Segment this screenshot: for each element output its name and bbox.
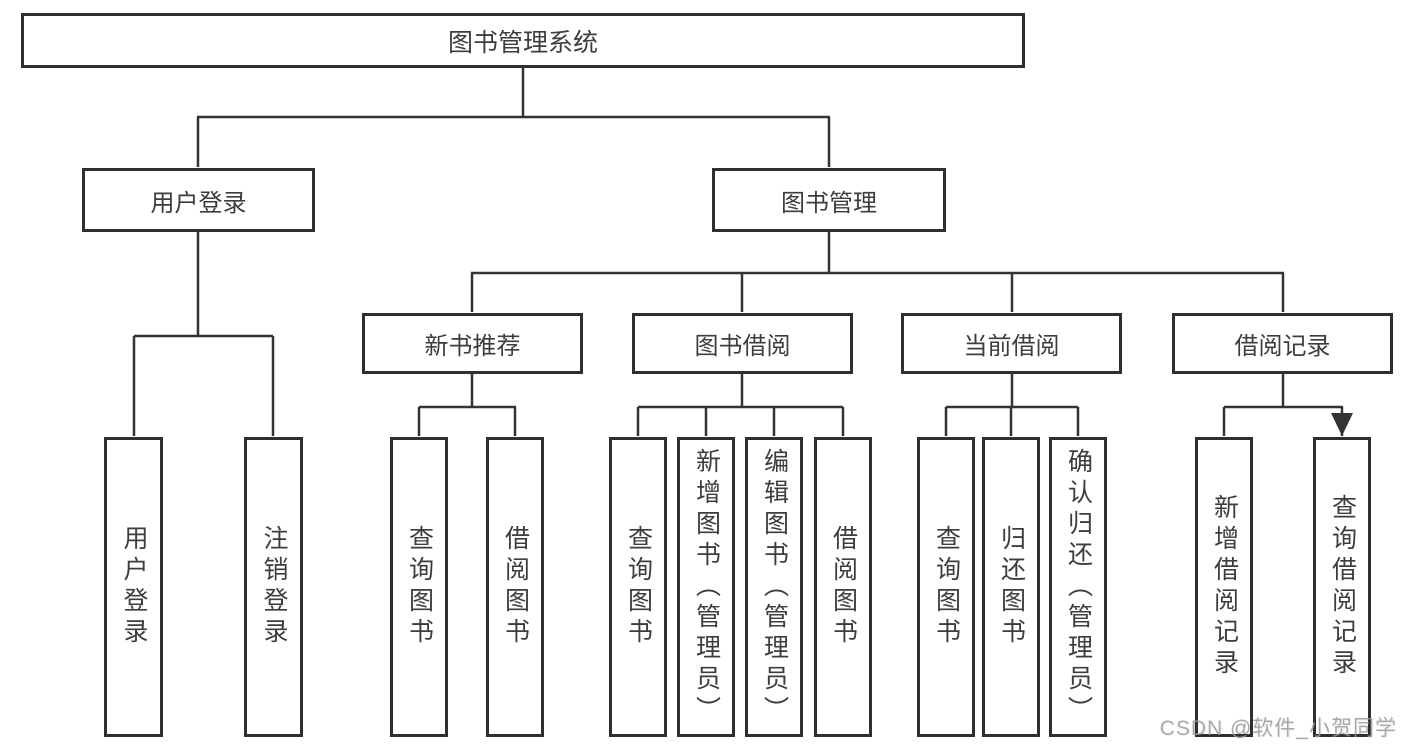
leaf-borrow-books-recommend: 借阅图书 — [486, 437, 544, 737]
node-user-login: 用户登录 — [82, 168, 315, 232]
leaf-search-books-borrowing: 查询图书 — [609, 437, 667, 737]
csdn-watermark: CSDN @软件_小贺同学 — [1159, 717, 1397, 740]
node-label: 图书管理系统 — [447, 28, 598, 57]
node-label: 图书借阅 — [694, 333, 791, 360]
node-label: 借阅图书 — [501, 525, 530, 649]
node-label: 新书推荐 — [424, 333, 521, 360]
node-library-management-system: 图书管理系统 — [21, 13, 1025, 68]
connector-bus-lines — [134, 68, 1343, 409]
leaf-add-books-admin: 新增图书（管理员） — [677, 437, 735, 737]
node-label: 注销登录 — [260, 525, 288, 649]
leaf-logout: 注销登录 — [244, 437, 303, 737]
leaf-search-books-current: 查询图书 — [917, 437, 975, 737]
node-label: 查询图书 — [932, 525, 961, 649]
node-label: 借阅记录 — [1234, 333, 1331, 360]
leaf-user-login: 用户登录 — [104, 437, 163, 737]
node-label: 新增借阅记录 — [1210, 494, 1239, 680]
leaf-return-books: 归还图书 — [982, 437, 1040, 737]
node-label: 归还图书 — [997, 525, 1026, 649]
leaf-search-books-recommend: 查询图书 — [390, 437, 448, 737]
leaf-add-borrow-record: 新增借阅记录 — [1195, 437, 1253, 737]
node-label: 查询图书 — [624, 525, 653, 649]
leaf-borrow-books-borrowing: 借阅图书 — [814, 437, 872, 737]
leaf-confirm-return-admin: 确认归还（管理员） — [1049, 437, 1107, 737]
node-label: 借阅图书 — [829, 525, 858, 649]
node-label: 用户登录 — [150, 189, 247, 217]
connector-arrow-lines — [132, 117, 1342, 436]
node-label: 查询图书 — [405, 525, 434, 649]
node-label: 当前借阅 — [963, 333, 1060, 360]
leaf-search-borrow-record: 查询借阅记录 — [1313, 437, 1371, 737]
node-book-management: 图书管理 — [712, 168, 946, 232]
node-borrowing-records: 借阅记录 — [1172, 313, 1393, 374]
node-new-book-recommendation: 新书推荐 — [362, 313, 583, 374]
node-label: 新增图书（管理员） — [692, 447, 721, 727]
node-label: 查询借阅记录 — [1328, 494, 1357, 680]
node-label: 确认归还（管理员） — [1064, 447, 1093, 727]
node-current-borrowing: 当前借阅 — [901, 313, 1122, 374]
node-label: 图书管理 — [781, 189, 877, 217]
node-label: 用户登录 — [120, 525, 148, 649]
leaf-edit-books-admin: 编辑图书（管理员） — [745, 437, 803, 737]
node-book-borrowing: 图书借阅 — [632, 313, 853, 374]
node-label: 编辑图书（管理员） — [760, 447, 789, 727]
